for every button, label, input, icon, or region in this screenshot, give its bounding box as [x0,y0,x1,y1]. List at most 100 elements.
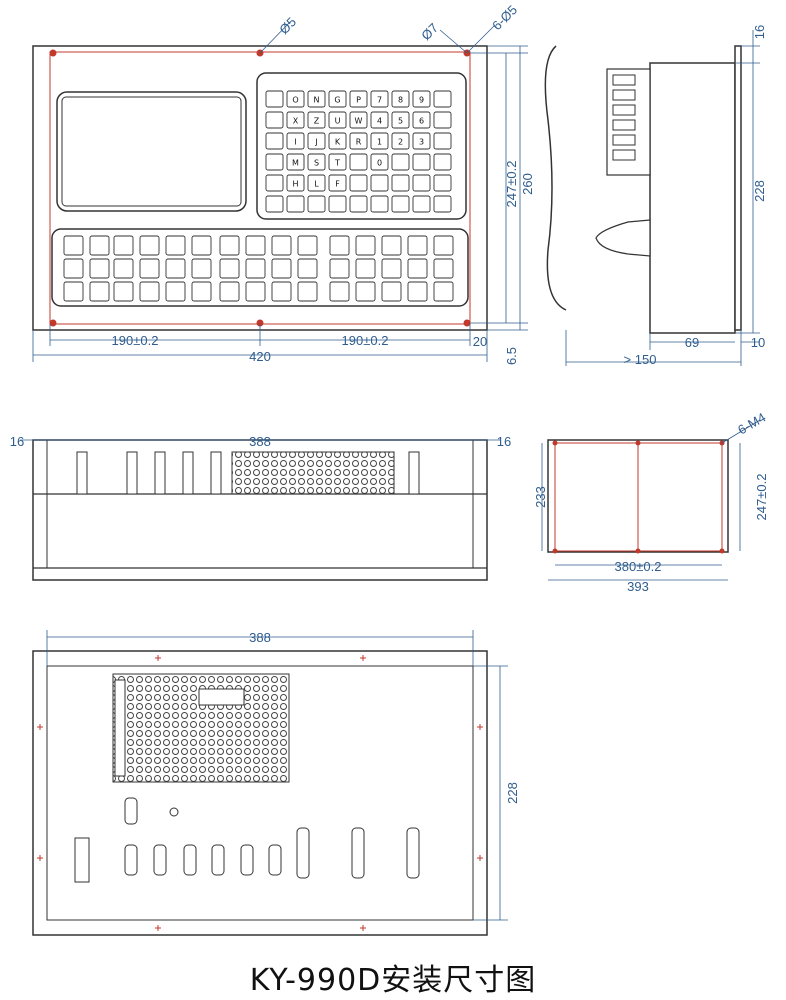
dim-hole-count: 6-Ø5 [489,2,520,33]
alpha-key [328,90,347,108]
alpha-key [412,153,431,171]
function-key [191,281,212,302]
alpha-key [349,195,368,213]
function-key [433,281,454,302]
alpha-key-label: L [314,180,319,189]
function-key [355,235,376,256]
dim-top-right: 16 [497,434,511,449]
alpha-key [370,90,389,108]
function-key [433,235,454,256]
function-keypad [63,235,454,302]
alpha-key-label: T [334,159,340,168]
alpha-key [328,195,347,213]
alpha-key-label: S [314,159,319,168]
alpha-key-label: R [356,138,362,147]
alpha-key-label: I [294,138,296,147]
function-key [297,258,318,279]
alpha-key [265,174,284,192]
alpha-key-label: 5 [398,117,403,126]
function-key [381,258,402,279]
alpha-key-label: J [314,138,317,147]
dim-width-right: 190±0.2 [342,333,389,348]
alpha-key-label: G [334,96,340,105]
function-key [113,258,134,279]
top-vent-grille [231,451,395,495]
alpha-key [370,153,389,171]
rear-dimension-lines [46,630,508,921]
alpha-key-label: Z [314,117,320,126]
alpha-key [391,111,410,129]
alpha-key [433,132,452,150]
function-key [329,281,350,302]
alpha-key [328,153,347,171]
function-key [63,281,84,302]
function-key [63,258,84,279]
rear-view: 388 228 [32,630,520,936]
alpha-key [349,111,368,129]
function-key [139,258,160,279]
cutout-view: 233 247±0.2 380±0.2 393 6-M4 [533,410,769,594]
alpha-key-label: 8 [398,96,403,105]
function-key [63,235,84,256]
function-key [113,235,134,256]
dim-bottom-offset: 6.5 [504,347,519,365]
dim-cutout-screws: 6-M4 [735,410,768,438]
function-key [219,258,240,279]
function-key [245,258,266,279]
dim-cutout-hole-height: 247±0.2 [754,474,769,521]
function-key [191,258,212,279]
alpha-key [307,132,326,150]
function-key [89,281,110,302]
alpha-key-label: N [314,96,320,105]
alpha-key-label: 2 [398,138,403,147]
drawing-title: KY-990D安装尺寸图 [249,963,537,998]
alpha-key-label: O [292,96,298,105]
function-key [165,235,186,256]
alpha-key-label: F [335,180,340,189]
alpha-key [391,132,410,150]
function-key [297,235,318,256]
side-view: 16 228 69 10 > 150 [565,25,767,367]
alpha-key [433,90,452,108]
power-switch [198,688,245,706]
function-key [355,258,376,279]
function-key [381,235,402,256]
function-key [139,281,160,302]
dim-rear-width: 388 [249,630,271,645]
function-key [407,258,428,279]
alpha-key-label: W [355,117,363,126]
dim-top-width: 388 [249,434,271,449]
alpha-key [265,153,284,171]
dim-rear-height: 228 [505,782,520,804]
function-key [165,281,186,302]
side-flange [734,45,742,331]
cutout-dimension-lines [541,419,761,581]
dim-width-total: 420 [249,349,271,364]
alpha-key [328,111,347,129]
alpha-key [349,153,368,171]
dim-top-left: 16 [10,434,24,449]
alpha-key [370,195,389,213]
alpha-key [307,174,326,192]
function-key [407,281,428,302]
top-view: 16 388 16 [10,434,511,581]
function-key [407,235,428,256]
alpha-key [286,90,305,108]
alpha-key [286,174,305,192]
alpha-key [370,132,389,150]
side-body [649,62,736,334]
function-key [219,281,240,302]
alpha-key [349,174,368,192]
alpha-key [307,153,326,171]
function-key [297,281,318,302]
alpha-key [433,195,452,213]
alpha-key [265,132,284,150]
dim-cutout-total-width: 393 [627,579,649,594]
function-key [113,281,134,302]
alpha-key [391,90,410,108]
dim-hole-diameter: Ø5 [276,14,299,37]
dim-cutout-inner-height: 233 [533,486,548,508]
function-key [89,258,110,279]
alpha-key [370,111,389,129]
